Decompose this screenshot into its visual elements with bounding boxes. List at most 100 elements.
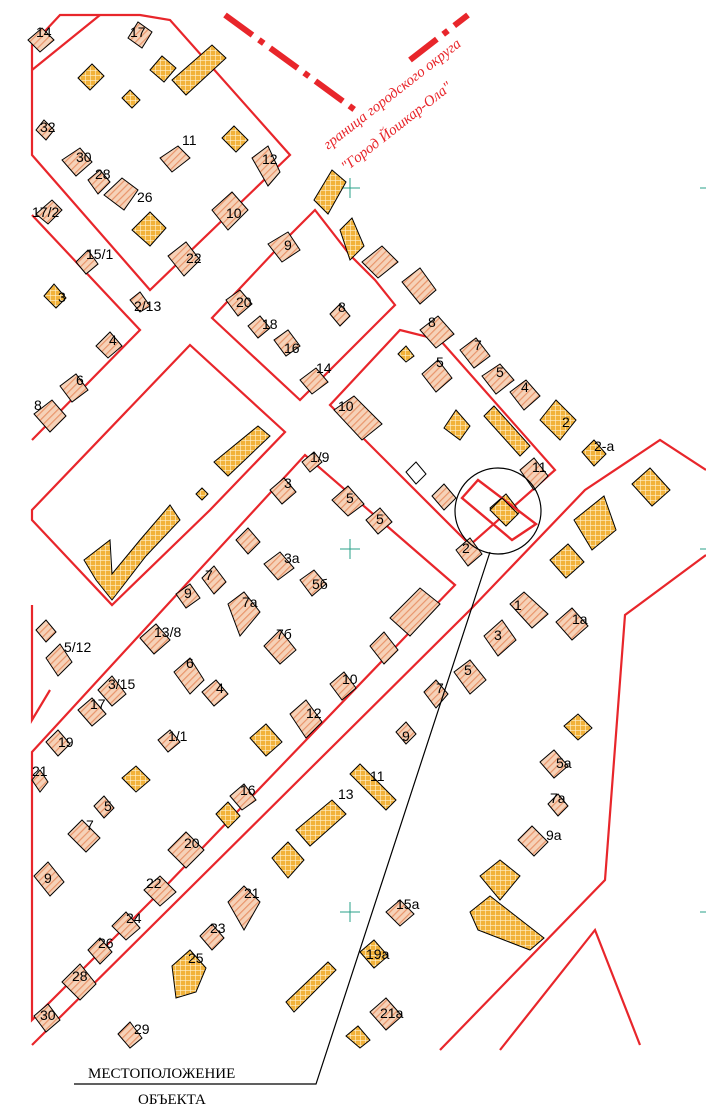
house-number: 8 xyxy=(428,314,436,330)
building xyxy=(483,405,531,457)
house-number: 29 xyxy=(134,1021,150,1037)
house-number: 21 xyxy=(244,885,260,901)
house-number: 9 xyxy=(44,870,52,886)
block-outline xyxy=(31,14,101,71)
house-number: 4 xyxy=(109,332,117,348)
building xyxy=(563,713,593,741)
callout-leader-line xyxy=(74,551,491,1085)
building xyxy=(573,495,617,551)
building xyxy=(285,961,337,1013)
building xyxy=(225,289,253,317)
house-number: 11 xyxy=(182,132,197,148)
building xyxy=(295,799,347,847)
building xyxy=(631,467,671,507)
building xyxy=(199,923,225,951)
house-number: 28 xyxy=(72,968,88,984)
building xyxy=(481,363,515,395)
survey-cross xyxy=(340,539,360,559)
building xyxy=(431,483,457,511)
building xyxy=(349,763,397,811)
building xyxy=(227,885,261,932)
house-number: 26 xyxy=(98,935,114,951)
house-number: 5/12 xyxy=(64,639,91,655)
house-number: 17 xyxy=(130,24,146,40)
building xyxy=(143,875,177,907)
block-outline xyxy=(328,328,557,547)
survey-crosses xyxy=(340,178,706,922)
building xyxy=(175,583,201,609)
house-number: 14 xyxy=(36,24,52,40)
house-number: 11 xyxy=(532,459,547,475)
building xyxy=(35,119,55,141)
block-outline xyxy=(30,453,457,1023)
building xyxy=(517,825,549,857)
building xyxy=(95,331,123,359)
building xyxy=(157,729,181,753)
building xyxy=(103,177,139,211)
house-number: 19 xyxy=(58,734,74,750)
building xyxy=(555,607,589,641)
building xyxy=(121,765,151,793)
building xyxy=(211,191,249,231)
house-number: 10 xyxy=(342,671,358,687)
target-building xyxy=(489,497,519,527)
block-outline xyxy=(31,214,142,441)
house-number: 7а xyxy=(550,790,566,806)
house-number: 9а xyxy=(546,827,562,843)
house-number: 5 xyxy=(346,490,354,506)
block-outline xyxy=(499,927,642,1051)
building xyxy=(479,859,521,901)
house-number: 7а xyxy=(242,594,258,610)
block-outlines xyxy=(30,13,706,1051)
house-number: 20 xyxy=(184,835,200,851)
building xyxy=(345,1025,371,1049)
building xyxy=(301,451,323,473)
building xyxy=(539,399,577,441)
building xyxy=(167,831,205,869)
building xyxy=(331,485,365,517)
house-number: 2 xyxy=(562,414,570,430)
house-number: 12 xyxy=(262,151,278,167)
building xyxy=(361,245,399,279)
building xyxy=(539,749,569,779)
block-outline xyxy=(30,343,287,607)
building xyxy=(469,895,545,951)
building xyxy=(421,359,453,393)
house-number: 13 xyxy=(338,786,354,802)
building xyxy=(549,543,585,579)
building xyxy=(419,315,455,349)
building xyxy=(267,231,301,263)
house-number: 7б xyxy=(276,626,292,642)
house-number: 17 xyxy=(90,696,106,712)
building xyxy=(365,507,393,535)
building xyxy=(581,439,607,467)
house-number: 1а xyxy=(572,611,588,627)
building xyxy=(33,1003,61,1033)
building xyxy=(263,629,297,665)
location-circle xyxy=(454,467,542,555)
house-number: 30 xyxy=(40,1007,56,1023)
house-number: 20 xyxy=(236,294,252,310)
building xyxy=(97,675,127,707)
house-number: 8 xyxy=(338,299,346,315)
house-number: 9 xyxy=(284,237,292,253)
building xyxy=(313,169,347,215)
building xyxy=(31,769,49,793)
building xyxy=(139,623,171,655)
building xyxy=(271,841,305,879)
building xyxy=(385,899,415,927)
building xyxy=(75,249,99,275)
survey-cross xyxy=(340,178,360,198)
building xyxy=(111,911,141,941)
building xyxy=(171,949,207,999)
house-number: 9 xyxy=(402,728,410,744)
building xyxy=(117,1021,143,1049)
house-number: 6 xyxy=(76,372,84,388)
house-number: 7 xyxy=(205,567,213,583)
house-number: 12 xyxy=(306,705,322,721)
building xyxy=(221,125,249,153)
building xyxy=(339,217,365,261)
building xyxy=(227,591,261,637)
